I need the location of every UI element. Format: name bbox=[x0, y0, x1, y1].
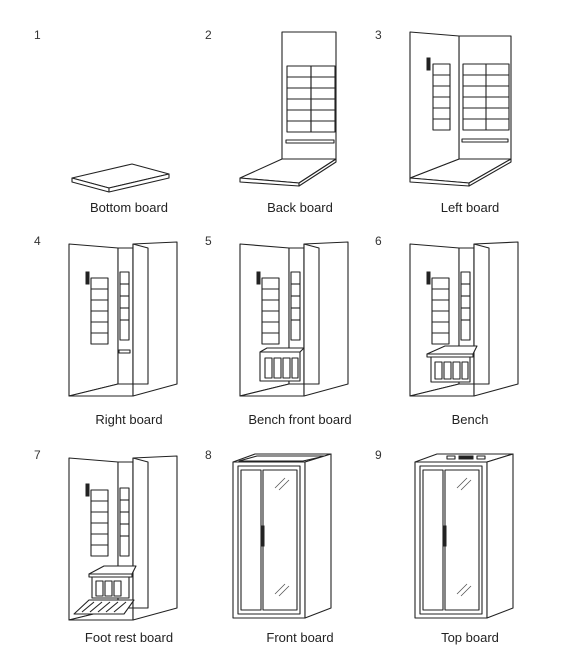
step-9: 9 Top board bbox=[375, 448, 565, 663]
step-number: 4 bbox=[34, 234, 41, 248]
step-6: 6 Bench bbox=[375, 234, 565, 449]
step-number: 9 bbox=[375, 448, 382, 462]
step-number: 8 bbox=[205, 448, 212, 462]
step-number: 3 bbox=[375, 28, 382, 42]
step-number: 5 bbox=[205, 234, 212, 248]
bench-illustration bbox=[409, 241, 519, 397]
bench-front-board-illustration bbox=[239, 241, 349, 397]
bottom-board-illustration bbox=[71, 163, 170, 193]
step-caption: Top board bbox=[441, 630, 499, 645]
top-board-illustration bbox=[414, 453, 514, 619]
step-number: 1 bbox=[34, 28, 41, 42]
front-board-illustration bbox=[232, 453, 332, 619]
step-5: 5 Bench front board bbox=[205, 234, 395, 449]
step-caption: Bench front board bbox=[248, 412, 352, 427]
left-board-illustration bbox=[409, 31, 512, 187]
step-3: 3 Left board bbox=[375, 28, 565, 243]
step-2: 2 Back board bbox=[205, 28, 395, 243]
step-7: 7 Foot rest board bbox=[34, 448, 224, 663]
right-board-illustration bbox=[68, 241, 178, 397]
step-8: 8 Front board bbox=[205, 448, 395, 663]
step-caption: Front board bbox=[266, 630, 334, 645]
step-caption: Right board bbox=[95, 412, 163, 427]
back-board-illustration bbox=[239, 31, 337, 187]
step-caption: Left board bbox=[440, 200, 500, 215]
step-caption: Foot rest board bbox=[84, 630, 174, 645]
step-number: 7 bbox=[34, 448, 41, 462]
step-4: 4 Right board bbox=[34, 234, 224, 449]
step-1: 1 Bottom board bbox=[34, 28, 224, 243]
step-caption: Bottom board bbox=[89, 200, 169, 215]
step-caption: Bench bbox=[451, 412, 489, 427]
foot-rest-board-illustration bbox=[68, 455, 178, 621]
step-number: 6 bbox=[375, 234, 382, 248]
step-caption: Back board bbox=[267, 200, 333, 215]
step-number: 2 bbox=[205, 28, 212, 42]
